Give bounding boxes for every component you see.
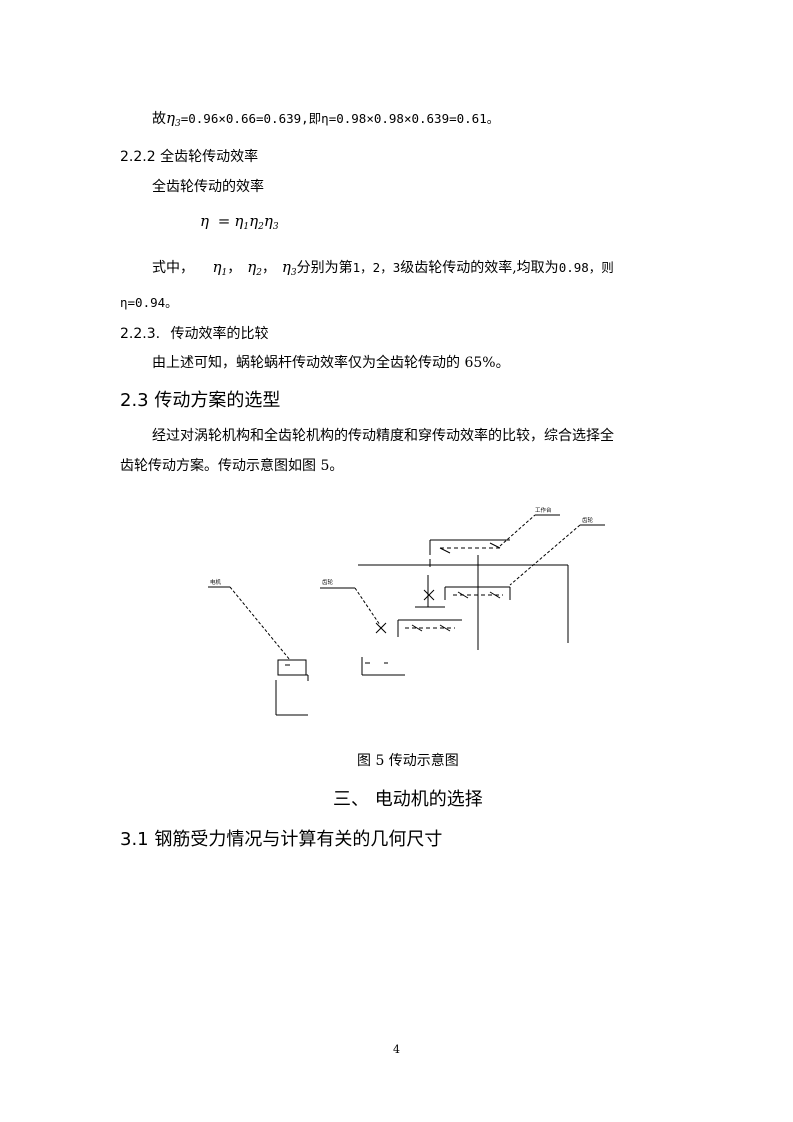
section-2-2-2-intro: 全齿轮传动的效率 xyxy=(152,179,264,195)
motor-leader xyxy=(229,586,291,661)
middle-leader xyxy=(354,587,381,626)
section-number: 3.1 xyxy=(120,829,149,850)
section-2-2-2-heading: 2.2.2 全齿轮传动效率 xyxy=(120,146,258,166)
low-x2 xyxy=(439,624,451,632)
x-mark-2b xyxy=(375,622,387,634)
section-2-2-3-heading: 2.2.3. 传动效率的比较 xyxy=(120,323,269,343)
eta3-sub: 3 xyxy=(175,119,181,129)
mid-x2 xyxy=(489,591,501,599)
transmission-schematic: 工作台 齿轮 电机 齿轮 xyxy=(208,506,605,716)
section-number: 2.2.2 xyxy=(120,149,156,165)
worktable-x1 xyxy=(439,547,451,554)
label-gear-right: 齿轮 xyxy=(582,516,594,524)
formula-eq: = xyxy=(217,212,231,230)
where-prefix: 式中， xyxy=(152,260,194,276)
efficiency-result-line: 故η3=0.96×0.66=0.639,即η=0.98×0.98×0.639=0… xyxy=(152,108,499,134)
eta-symbol: η3 xyxy=(166,109,181,129)
where-mono-a: 1，2，3 xyxy=(352,260,401,275)
label-motor: 电机 xyxy=(210,578,222,586)
mid-x1 xyxy=(457,591,469,599)
section-2-3-body-line2: 齿轮传动方案。传动示意图如图 5。 xyxy=(120,458,344,474)
section-title: 传动方案的选型 xyxy=(154,390,281,411)
formula-term-3: η3 xyxy=(263,212,279,232)
where-mono-b: 0.98，则 xyxy=(558,260,614,275)
low-x1 xyxy=(411,624,423,632)
section-number: 2.2.3. xyxy=(120,326,161,342)
section-title: 传动效率的比较 xyxy=(170,326,269,342)
where-eta-3: η3 xyxy=(281,258,297,278)
section-number: 2.3 xyxy=(120,390,149,411)
formula-term-2: η2 xyxy=(249,212,264,232)
where-suffix-a: 分别为第 xyxy=(296,260,353,276)
eta3-sym: η xyxy=(166,109,175,127)
where-suffix-b: 级齿轮传动的效率,均取为 xyxy=(400,260,559,276)
line1-mono: =0.96×0.66=0.639,即η=0.98×0.98×0.639=0.61… xyxy=(180,111,500,126)
formula-term-1: η1 xyxy=(234,212,250,232)
chapter-3-heading: 三、 电动机的选择 xyxy=(333,789,483,810)
where-eta-1: η1 xyxy=(212,258,228,278)
label-worktable: 工作台 xyxy=(535,506,552,514)
section-2-2-3-body: 由上述可知，蜗轮蜗杆传动效率仅为全齿轮传动的 65%。 xyxy=(152,355,510,371)
where-eta-2: η2 xyxy=(247,258,262,278)
formula-where-line: 式中， η1，η2，η3分别为第1，2，3级齿轮传动的效率,均取为0.98，则 xyxy=(152,258,614,278)
line1-prefix: 故 xyxy=(152,111,166,127)
right-leader xyxy=(509,524,581,586)
label-gear-middle: 齿轮 xyxy=(322,578,334,586)
formula-lhs: η xyxy=(200,212,209,230)
worktable-x2 xyxy=(489,542,501,549)
section-3-1-heading: 3.1 钢筋受力情况与计算有关的几何尺寸 xyxy=(120,825,442,851)
formula-result: η=0.94。 xyxy=(120,295,178,310)
page-number: 4 xyxy=(393,1043,400,1056)
top-leader xyxy=(499,514,536,547)
efficiency-formula: η =η1η2η3 xyxy=(200,212,279,232)
x-mark-1b xyxy=(423,589,435,601)
section-title: 钢筋受力情况与计算有关的几何尺寸 xyxy=(154,829,443,850)
motor-coupling xyxy=(277,659,307,676)
section-2-3-heading: 2.3 传动方案的选型 xyxy=(120,386,280,412)
section-title: 全齿轮传动效率 xyxy=(160,149,259,165)
figure-caption: 图 5 传动示意图 xyxy=(357,753,459,769)
section-2-3-body-line1: 经过对涡轮机构和全齿轮机构的传动精度和穿传动效率的比较，综合选择全 xyxy=(152,428,614,444)
